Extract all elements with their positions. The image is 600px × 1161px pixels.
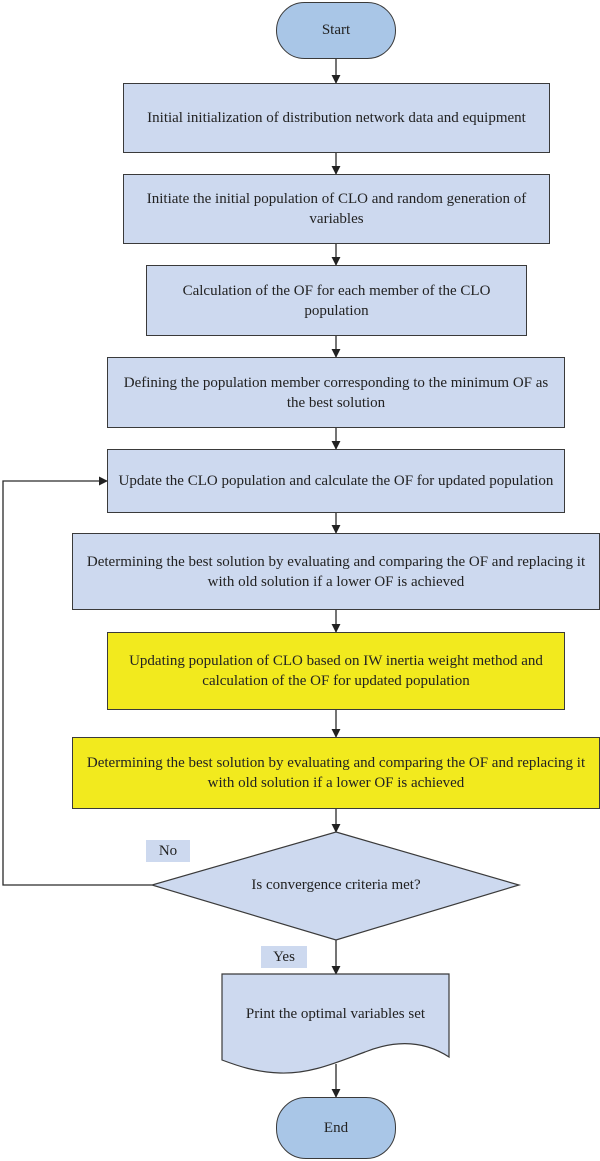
output-document-shape [221,973,450,1074]
arrow-no-loop-back [2,476,152,886]
output-label: Print the optimal variables set [245,1005,426,1022]
step-update-population: Update the CLO population and calculate … [107,449,565,513]
step-define-best-solution: Defining the population member correspon… [107,357,565,428]
step-calculate-of: Calculation of the OF for each member of… [146,265,527,336]
step-determine-best-solution-iw: Determining the best solution by evaluat… [72,737,600,809]
no-label: No [146,840,190,862]
step-initiate-population: Initiate the initial population of CLO a… [123,174,550,244]
step-determine-best-solution: Determining the best solution by evaluat… [72,533,600,610]
end-terminal: End [276,1097,396,1159]
yes-label: Yes [261,946,307,968]
step-initialize-network: Initial initialization of distribution n… [123,83,550,153]
decision-label: Is convergence criteria met? [251,876,421,893]
start-terminal: Start [276,2,396,59]
decision-diamond [149,831,522,941]
step-iw-inertia-update: Updating population of CLO based on IW i… [107,632,565,710]
